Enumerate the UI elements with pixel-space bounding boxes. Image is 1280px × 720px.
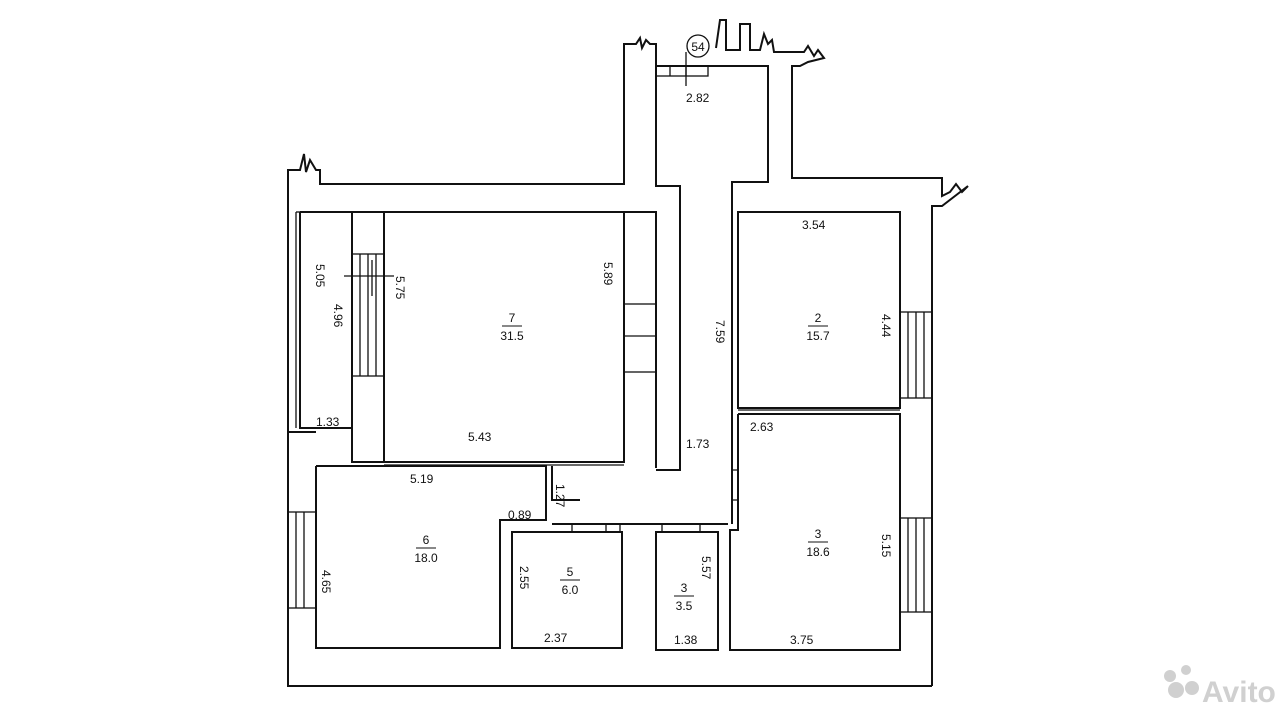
dim-label: 4.44	[879, 314, 893, 338]
room-3-large-label: 3 18.6	[806, 527, 830, 559]
dim-label: 5.43	[468, 430, 492, 444]
dim-label: 1.33	[316, 415, 340, 429]
room-area: 3.5	[676, 599, 693, 613]
dim-label: 7.59	[713, 320, 727, 344]
room-3-small-label: 3 3.5	[674, 581, 694, 613]
room-number: 5	[567, 565, 574, 579]
room-area: 18.0	[414, 551, 438, 565]
room-7-label: 7 31.5	[500, 311, 524, 343]
dim-label: 2.55	[517, 566, 531, 590]
room-number: 2	[815, 311, 822, 325]
room-area: 6.0	[562, 583, 579, 597]
dim-label: 4.96	[331, 304, 345, 328]
room-area: 15.7	[806, 329, 830, 343]
room-5-label: 5 6.0	[560, 565, 580, 597]
dim-label: 3.54	[802, 218, 826, 232]
dim-label: 5.75	[393, 276, 407, 300]
dim-label: 1.73	[686, 437, 710, 451]
room-number: 3	[681, 581, 688, 595]
interior-walls	[288, 186, 901, 651]
dim-label: 5.05	[313, 264, 327, 288]
dim-label: 2.63	[750, 420, 774, 434]
room-number: 6	[423, 533, 430, 547]
room-number: 7	[509, 311, 516, 325]
dimension-labels: 2.82 5.89 5.43 5.05 4.96 5.75 1.33 3.54 …	[313, 91, 893, 647]
dim-label: 5.89	[601, 262, 615, 286]
room-labels: 7 31.5 2 15.7 3 18.6 6 18.0 5 6.0	[414, 311, 830, 613]
dim-label: 5.19	[410, 472, 434, 486]
dim-label: 1.38	[674, 633, 698, 647]
room-number: 3	[815, 527, 822, 541]
dim-label: 0.89	[508, 508, 532, 522]
room-6-label: 6 18.0	[414, 533, 438, 565]
room-2-label: 2 15.7	[806, 311, 830, 343]
dim-label: 1.27	[553, 484, 567, 508]
dim-label: 2.82	[686, 91, 710, 105]
building-number-badge: 54	[686, 34, 710, 58]
dimension-marks	[344, 52, 687, 296]
watermark: Avito	[1164, 665, 1276, 709]
room-area: 31.5	[500, 329, 524, 343]
dim-label: 5.57	[699, 556, 713, 580]
dim-label: 3.75	[790, 633, 814, 647]
dim-label: 2.37	[544, 631, 568, 645]
windows	[287, 65, 933, 613]
building-number: 54	[691, 40, 705, 54]
watermark-text: Avito	[1202, 676, 1276, 709]
outer-walls	[287, 19, 969, 687]
dim-label: 5.15	[879, 534, 893, 558]
room-area: 18.6	[806, 545, 830, 559]
dim-label: 4.65	[319, 570, 333, 594]
